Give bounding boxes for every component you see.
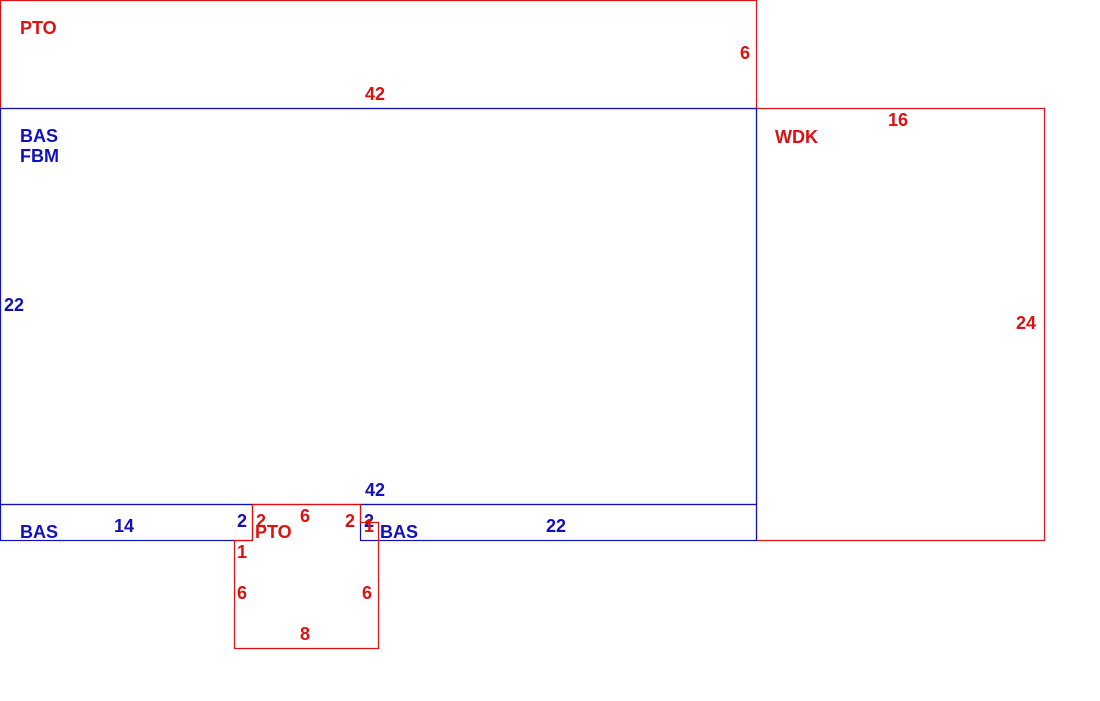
bas-left-label: BAS xyxy=(20,522,58,542)
pto-bottom-dim-left: 6 xyxy=(237,583,247,603)
pto-bottom-dim-right-step: 1 xyxy=(364,516,374,536)
bas-main-dim-left: 22 xyxy=(4,295,24,315)
bas-main-outline xyxy=(0,107,758,506)
bas-right-dim-end: 2 xyxy=(364,511,374,531)
wdk-dim-right: 24 xyxy=(1016,313,1036,333)
pto-bottom-dim-right: 6 xyxy=(362,583,372,603)
pto-bottom-label: PTO xyxy=(255,522,292,542)
pto-bottom-dim-left-step: 1 xyxy=(237,542,247,562)
pto-bottom-outline xyxy=(233,503,380,650)
bas-right-label: BAS xyxy=(380,522,418,542)
bas-main-dim-bottom: 42 xyxy=(365,480,385,500)
bas-left-dim-end: 2 xyxy=(237,511,247,531)
wdk-label: WDK xyxy=(775,127,818,147)
pto-top-dim-base: 42 xyxy=(365,84,385,104)
wdk-outline xyxy=(755,107,1046,542)
bas-main-label: BAS xyxy=(20,126,58,146)
pto-bottom-dim-top-right: 2 xyxy=(345,511,355,531)
pto-top-dim-side: 6 xyxy=(740,43,750,63)
fbm-main-label: FBM xyxy=(20,146,59,166)
pto-bottom-dim-top: 6 xyxy=(300,506,310,526)
pto-bottom-dim-bottom: 8 xyxy=(300,624,310,644)
pto-top-label: PTO xyxy=(20,18,57,38)
pto-bottom-dim-top-left: 2 xyxy=(256,511,266,531)
wdk-dim-top: 16 xyxy=(888,110,908,130)
bas-right-dim-len: 22 xyxy=(546,516,566,536)
bas-left-dim-len: 14 xyxy=(114,516,134,536)
